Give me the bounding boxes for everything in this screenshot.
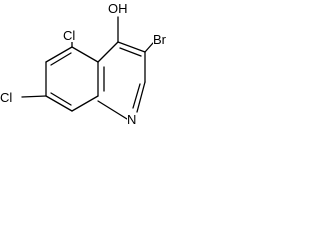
- bond-c7-cl: [21, 95, 47, 98]
- hydroxyl-label: OH: [108, 1, 128, 16]
- bond-c4-c3-inner: [119, 47, 142, 57]
- bond-c2-n1-inner: [132, 83, 141, 109]
- chemical-structure: OH Br Cl Cl N: [0, 0, 234, 138]
- bond-c7-c8: [45, 95, 73, 112]
- chlorine-7-label: Cl: [0, 90, 13, 105]
- bond-c5-c6: [45, 46, 73, 63]
- bond-c4a-c4: [97, 41, 119, 63]
- bond-n1-c8a: [97, 100, 128, 120]
- bromine-label: Br: [153, 32, 166, 47]
- bond-c8-c8a: [71, 95, 99, 112]
- bond-c3-br: [144, 42, 154, 53]
- bond-c5-c6-inner: [50, 52, 72, 66]
- bond-c2-n1: [136, 81, 146, 113]
- bond-c4a-c5: [71, 46, 99, 63]
- nitrogen-label: N: [127, 112, 137, 127]
- chlorine-5-label: Cl: [63, 28, 76, 43]
- bond-diagram: [21, 16, 154, 120]
- bond-c4-c3: [117, 41, 146, 53]
- bond-c7-c8-inner: [50, 92, 72, 106]
